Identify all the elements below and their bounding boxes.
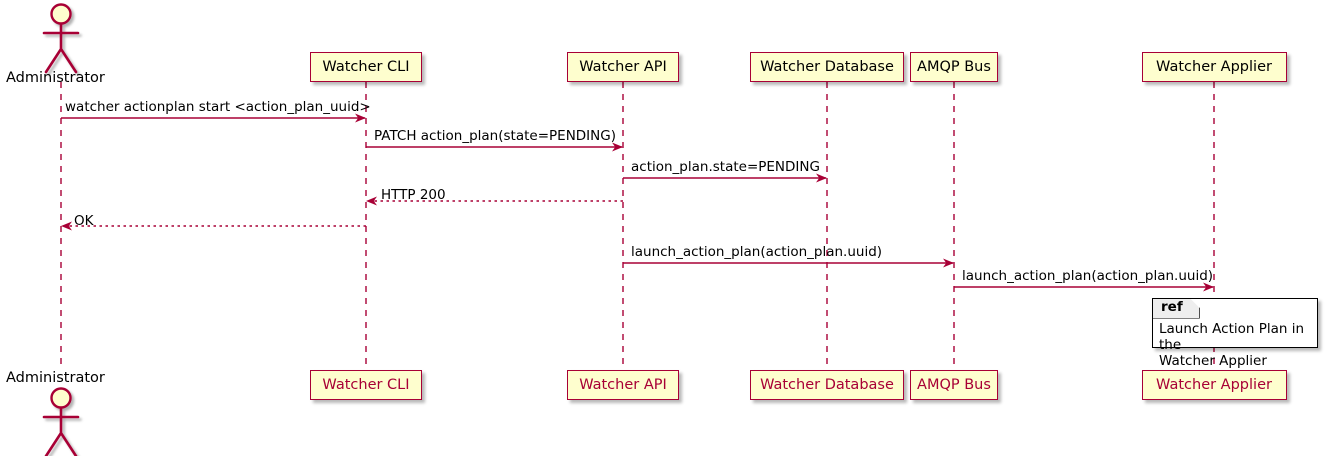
participant-bottom-watcher-cli[interactable]: Watcher CLI: [309, 370, 423, 400]
actor-label-top-administrator: Administrator: [6, 70, 105, 86]
participant-top-watcher-api[interactable]: Watcher API: [566, 52, 680, 82]
messages-group: [61, 113, 1214, 292]
lifelines-group: [60, 82, 1215, 370]
ref-fragment-text: Launch Action Plan in the Watcher Applie…: [1159, 321, 1305, 369]
participant-bottom-watcher-api[interactable]: Watcher API: [566, 370, 680, 400]
message-label-1: watcher actionplan start <action_plan_uu…: [65, 99, 371, 115]
actor-figures-group: [42, 3, 80, 456]
participant-top-watcher-db[interactable]: Watcher Database: [750, 52, 904, 82]
message-label-7: launch_action_plan(action_plan.uuid): [962, 268, 1214, 284]
ref-fragment-keyword: ref: [1153, 299, 1200, 319]
participant-bottom-watcher-applier[interactable]: Watcher Applier: [1141, 370, 1287, 400]
message-label-4: HTTP 200: [381, 187, 446, 203]
actor-figure-bottom-administrator: [42, 387, 80, 456]
participant-top-watcher-cli[interactable]: Watcher CLI: [309, 52, 423, 82]
message-label-6: launch_action_plan(action_plan.uuid): [631, 244, 883, 260]
message-label-5: OK: [74, 213, 94, 229]
participant-bottom-watcher-db[interactable]: Watcher Database: [750, 370, 904, 400]
participant-top-watcher-applier[interactable]: Watcher Applier: [1141, 52, 1287, 82]
actor-label-bottom-administrator: Administrator: [6, 370, 105, 386]
actor-figure-top-administrator: [42, 3, 80, 74]
message-label-2: PATCH action_plan(state=PENDING): [374, 128, 616, 144]
message-label-3: action_plan.state=PENDING: [631, 159, 820, 175]
participant-bottom-amqp-bus[interactable]: AMQP Bus: [910, 370, 998, 400]
participant-top-amqp-bus[interactable]: AMQP Bus: [910, 52, 998, 82]
ref-fragment[interactable]: ref Launch Action Plan in the Watcher Ap…: [1152, 298, 1318, 369]
